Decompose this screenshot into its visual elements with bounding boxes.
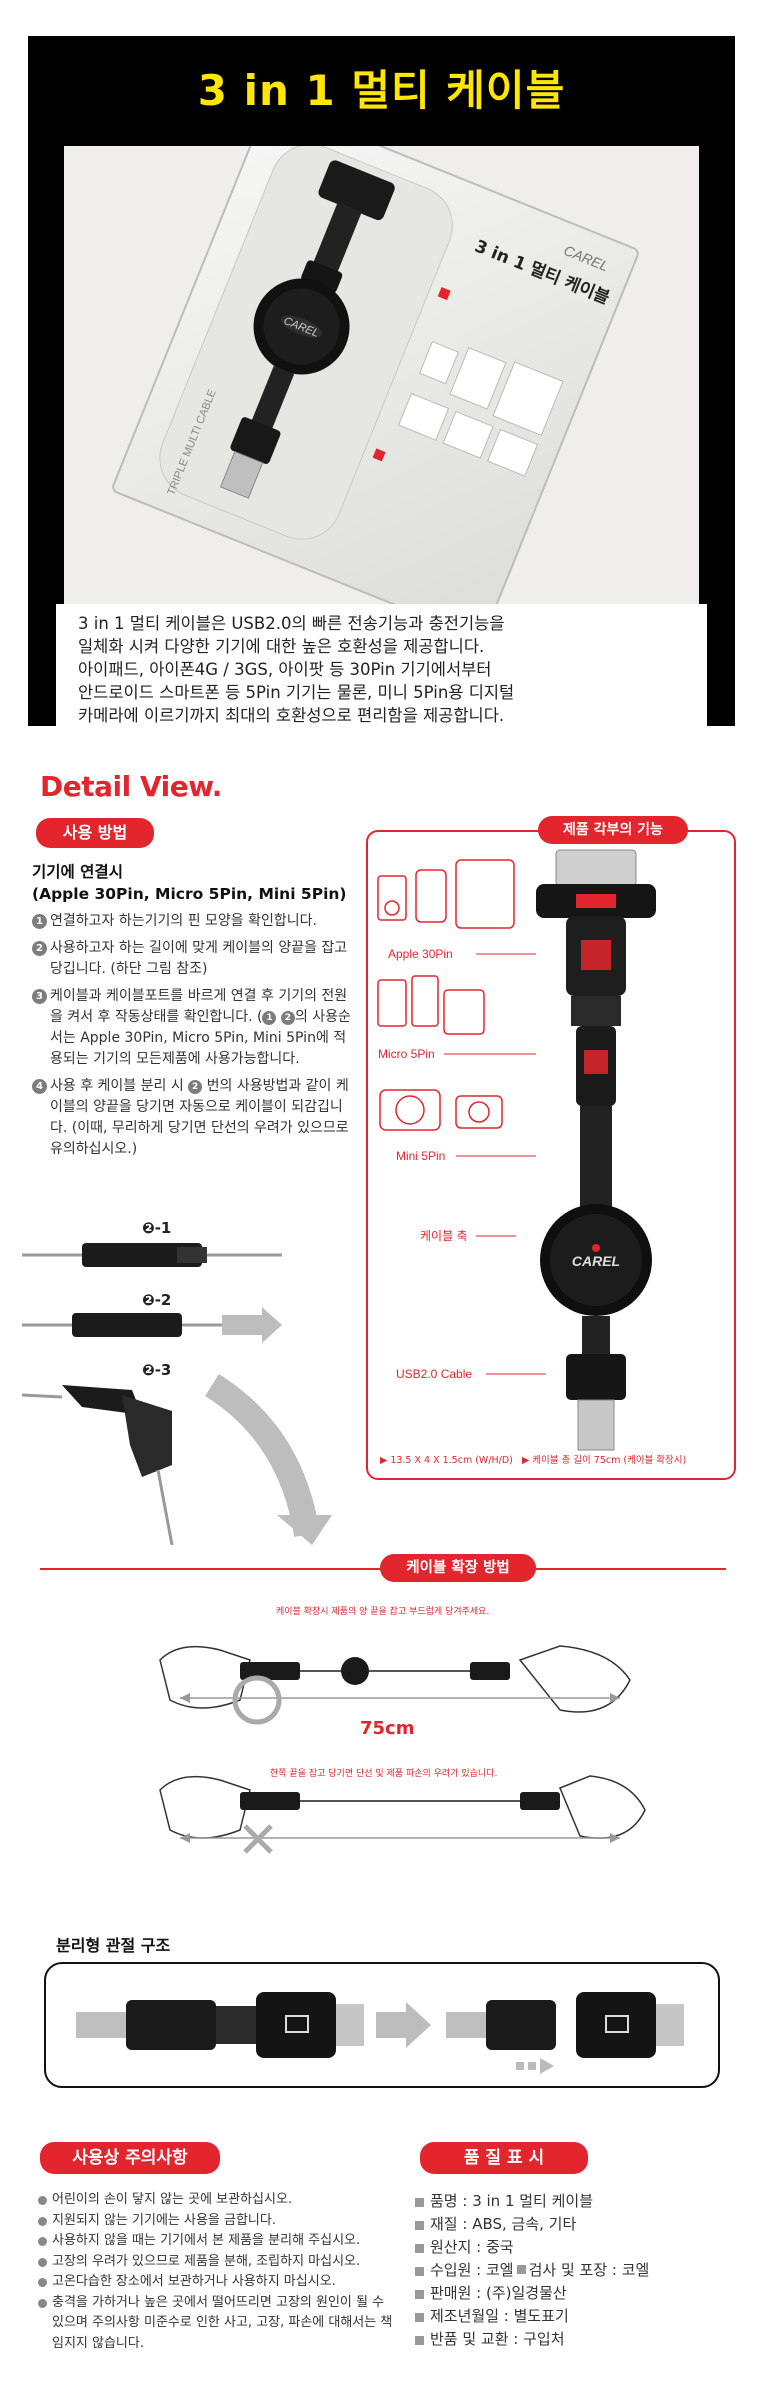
step-label-2-2: ❷-2	[142, 1291, 171, 1309]
apple-30pin-label: Apple 30Pin	[388, 947, 453, 961]
caution-item: 충격을 가하거나 높은 곳에서 떨어뜨리면 고장의 원인이 될 수 있으며 주의…	[36, 2293, 396, 2355]
step-ref-badge: 1	[262, 1011, 277, 1025]
description-line: 카메라에 이르기까지 최대의 호환성으로 편리함을 제공합니다.	[78, 706, 505, 725]
length-text: ▶ 케이블 총 길이 75cm (케이블 확장시)	[521, 1455, 687, 1466]
usb-cable-label: USB2.0 Cable	[396, 1367, 472, 1381]
usage-subheading: (Apple 30Pin, Micro 5Pin, Mini 5Pin)	[32, 885, 347, 903]
step-number-badge: 1	[32, 914, 47, 929]
quality-list: 품명 : 3 in 1 멀티 케이블 재질 : ABS, 금속, 기타 원산지 …	[414, 2190, 754, 2351]
caution-item: 지원되지 않는 기기에는 사용을 금합니다.	[36, 2211, 396, 2232]
step-label-2-3: ❷-3	[142, 1361, 171, 1379]
expand-note-top: 케이블 확장시 제품의 양 끝을 잡고 부드럽게 당겨주세요.	[276, 1607, 490, 1617]
step-text: 케이블과 케이블포트를 바르게 연결 후 기기의 전원을 켜서 후 작동상태를 …	[50, 988, 348, 1025]
expand-note-bottom: 한쪽 끝을 잡고 당기면 단선 및 제품 파손의 우려가 있습니다.	[270, 1769, 498, 1779]
caution-list: 어린이의 손이 닿지 않는 곳에 보관하십시오. 지원되지 않는 기기에는 사용…	[36, 2190, 396, 2354]
hero-banner: 3 in 1 멀티 케이블 CAREL	[28, 36, 735, 726]
importer-text: 수입원 : 코엘	[430, 2261, 514, 2279]
ok-circle-icon	[232, 1675, 282, 1725]
bullet-square-icon	[516, 2265, 526, 2274]
cable-reel-label: 케이블 축	[420, 1229, 468, 1243]
mini-5pin-label: Mini 5Pin	[396, 1149, 445, 1163]
separation-title: 분리형 관절 구조	[56, 1936, 171, 1955]
right-hand-icon	[559, 1775, 646, 1839]
caution-item: 고온다습한 장소에서 보관하거나 사용하지 마십시오.	[36, 2272, 396, 2293]
product-size-spec: ▶ 13.5 X 4 X 1.5cm (W/H/D) ▶ 케이블 총 길이 75…	[380, 1452, 686, 1466]
arrow-down-icon	[277, 1515, 332, 1545]
step-text: 사용하고자 하는 길이에 맞게 케이블의 양끝을 잡고 당깁니다. (하단 그림…	[50, 940, 348, 977]
separation-panel	[44, 1962, 720, 2088]
quality-item: 원산지 : 중국	[414, 2236, 754, 2259]
usage-heading: 기기에 연결시	[32, 863, 123, 881]
caution-item: 사용하지 않을 때는 기기에서 본 제품을 분리해 주십시오.	[36, 2231, 396, 2252]
quality-item: 반품 및 교환 : 구입처	[414, 2328, 754, 2351]
hero-title: 3 in 1 멀티 케이블	[197, 66, 566, 115]
quality-section-label: 품 질 표 시	[420, 2142, 588, 2174]
step-ref-badge: 2	[188, 1080, 203, 1094]
quality-item: 제조년월일 : 별도표기	[414, 2305, 754, 2328]
product-parts-diagram: Apple 30Pin Micro 5Pin Mini 5Pin 케이블 축 U…	[377, 849, 656, 1451]
usage-step-3: 3 케이블과 케이블포트를 바르게 연결 후 기기의 전원을 켜서 후 작동상태…	[32, 986, 352, 1070]
description-line: 안드로이드 스마트폰 등 5Pin 기기는 물론, 미니 5Pin용 디지털	[78, 683, 515, 702]
step-text: 연결하고자 하는기기의 핀 모양을 확인합니다.	[50, 913, 317, 929]
step-number-badge: 2	[32, 941, 47, 956]
size-text: ▶ 13.5 X 4 X 1.5cm (W/H/D)	[380, 1455, 513, 1466]
detail-view-title: Detail View.	[40, 770, 222, 803]
product-package-photo: CAREL CAREL 3 in 1 멀티 케이블 TRIPLE MULTI C…	[64, 146, 699, 606]
description-line: 일체화 시켜 다양한 기기에 대한 높은 호환성을 제공합니다.	[78, 637, 485, 656]
expand-illustration	[159, 1645, 646, 1854]
package-illustration: CAREL CAREL 3 in 1 멀티 케이블 TRIPLE MULTI C…	[64, 146, 699, 606]
functions-section-label: 제품 각부의 기능	[538, 816, 688, 844]
arrow-right-icon	[222, 1307, 282, 1343]
usage-section-label: 사용 방법	[36, 818, 154, 848]
usage-step-illustrations: ❷-1 ❷-2 ❷-3	[22, 1219, 332, 1545]
step-number-badge: 4	[32, 1079, 47, 1094]
description-line: 아이패드, 아이폰4G / 3GS, 아이팟 등 30Pin 기기에서부터	[78, 660, 492, 679]
description-line: 3 in 1 멀티 케이블은 USB2.0의 빠른 전송기능과 충전기능을	[78, 614, 505, 633]
caution-item: 어린이의 손이 닿지 않는 곳에 보관하십시오.	[36, 2190, 396, 2211]
product-description: 3 in 1 멀티 케이블은 USB2.0의 빠른 전송기능과 충전기능을 일체…	[56, 604, 707, 726]
step-text: 번의 사용방법과 같이 케이블의 양끝을 당기면 자동으로 케이블이 되감깁니다…	[50, 1078, 349, 1157]
step-text: 사용 후 케이블 분리 시	[50, 1078, 189, 1094]
quality-item: 품명 : 3 in 1 멀티 케이블	[414, 2190, 754, 2213]
expand-section-label: 케이블 확장 방법	[380, 1554, 536, 1582]
quality-item-importer: 수입원 : 코엘 검사 및 포장 : 코엘	[414, 2259, 754, 2282]
cable-length-label: 75cm	[360, 1718, 415, 1739]
usage-step-2: 2 사용하고자 하는 길이에 맞게 케이블의 양끝을 잡고 당깁니다. (하단 …	[32, 938, 352, 980]
usage-step-4: 4 사용 후 케이블 분리 시 2 번의 사용방법과 같이 케이블의 양끝을 당…	[32, 1076, 352, 1160]
quality-item: 판매원 : (주)일경물산	[414, 2282, 754, 2305]
caution-item: 고장의 우려가 있으므로 제품을 분해, 조립하지 마십시오.	[36, 2252, 396, 2273]
left-hand-icon	[159, 1775, 251, 1839]
reel-brand: CAREL	[572, 1253, 620, 1269]
step-label-2-1: ❷-1	[142, 1219, 171, 1237]
step-number-badge: 3	[32, 989, 47, 1004]
separation-illustration	[76, 1992, 684, 2074]
usage-instructions: 기기에 연결시 (Apple 30Pin, Micro 5Pin, Mini 5…	[32, 862, 352, 1166]
step-ref-badge: 2	[280, 1011, 295, 1025]
quality-item: 재질 : ABS, 금속, 기타	[414, 2213, 754, 2236]
step-text: 의 사용순서는 Apple 30Pin, Micro 5Pin, Mini 5P…	[50, 1009, 351, 1067]
arrow-right-icon	[376, 2002, 431, 2048]
inspector-text: 검사 및 포장 : 코엘	[528, 2261, 650, 2279]
caution-section-label: 사용상 주의사항	[40, 2142, 220, 2174]
micro-5pin-label: Micro 5Pin	[378, 1047, 435, 1061]
usage-step-1: 1 연결하고자 하는기기의 핀 모양을 확인합니다.	[32, 911, 352, 932]
right-hand-icon	[518, 1645, 631, 1713]
